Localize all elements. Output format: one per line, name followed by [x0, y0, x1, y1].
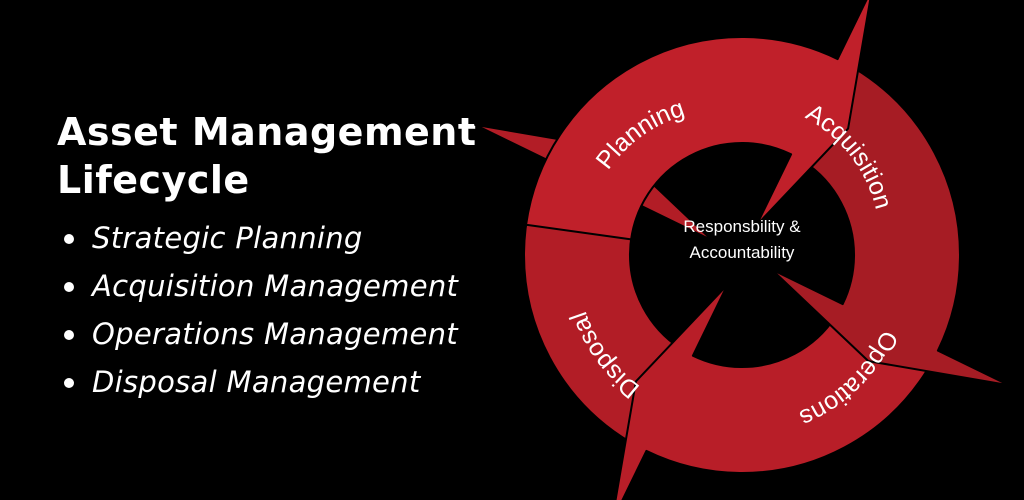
bullet-text: Strategic Planning	[92, 221, 363, 255]
bullet-item-disposal-management: Disposal Management	[62, 360, 458, 408]
bullet-text: Operations Management	[92, 317, 458, 351]
bullet-list: Strategic Planning Acquisition Managemen…	[62, 216, 458, 408]
bullet-item-strategic-planning: Strategic Planning	[62, 216, 458, 264]
arrow-segment-planning	[525, 0, 872, 241]
bullet-item-acquisition-management: Acquisition Management	[62, 264, 458, 312]
bullet-dot-icon	[64, 330, 74, 340]
page-title: Asset Management Lifecycle	[57, 108, 477, 204]
center-label-line-1: Responsbility &	[683, 217, 801, 236]
bullet-dot-icon	[64, 378, 74, 388]
bullet-text: Acquisition Management	[92, 269, 459, 303]
bullet-dot-icon	[64, 282, 74, 292]
bullet-dot-icon	[64, 234, 74, 244]
bullet-item-operations-management: Operations Management	[62, 312, 458, 360]
title-line-1: Asset Management	[57, 110, 477, 154]
center-label-line-2: Accountability	[690, 243, 795, 262]
title-line-2: Lifecycle	[57, 158, 250, 202]
bullet-text: Disposal Management	[92, 365, 421, 399]
